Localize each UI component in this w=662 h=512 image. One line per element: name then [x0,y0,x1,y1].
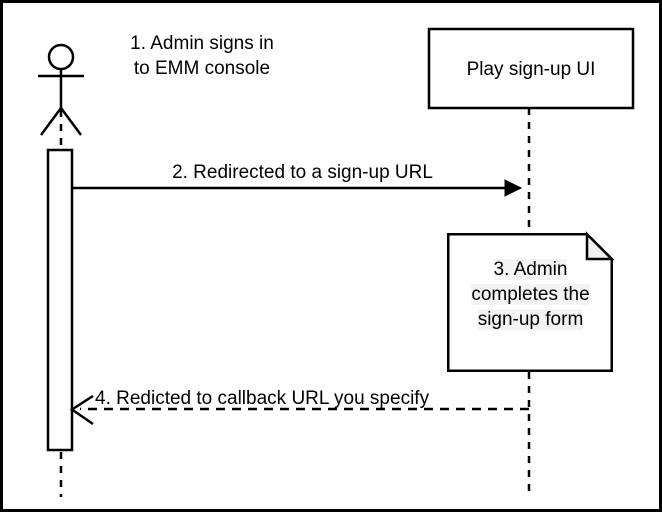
message-4-arrowhead-icon [69,394,94,426]
actor-caption-label: 1. Admin signs in to EMM console [130,33,274,79]
actor-stick-figure-icon [38,43,84,136]
play-signup-ui-box [427,27,635,110]
play-signup-ui-label: Play sign-up UI [466,59,596,80]
actor-left-leg-icon [39,107,63,136]
actor-right-leg-icon [59,107,83,136]
message-2-label: 2. Redirected to a sign-up URL [172,162,433,183]
actor-head-icon [47,43,75,71]
message-2-arrowhead-icon [504,179,523,197]
message-4-label: 4. Redicted to callback URL you specify [95,388,430,409]
actor-activation-bar [46,148,74,452]
note-3-fold-corner-icon [585,231,615,261]
